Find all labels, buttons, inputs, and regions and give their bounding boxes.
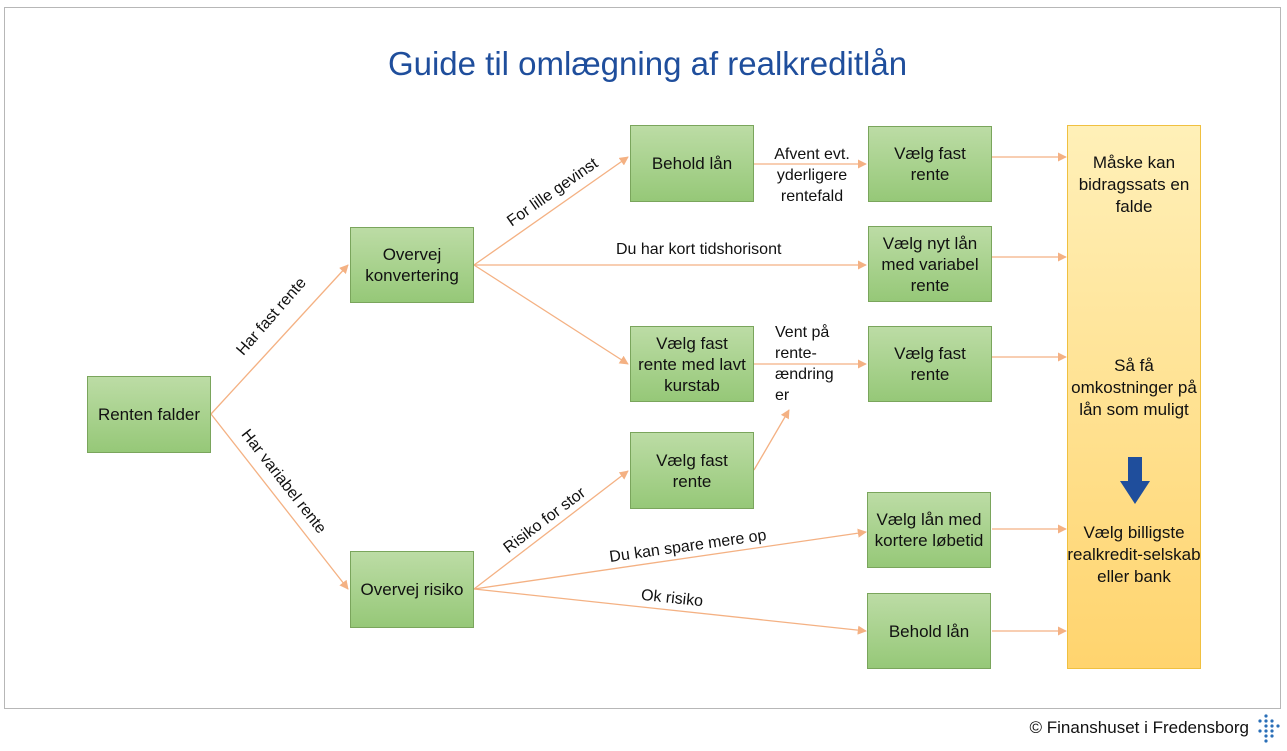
- edge-fast-rente: [210, 264, 349, 415]
- label-vent-line3: ændring: [775, 366, 834, 383]
- edge-ok-risiko: [473, 588, 867, 635]
- footer-copyright: © Finanshuset i Fredensborg: [1029, 718, 1249, 737]
- dot-grid-logo-icon: [1258, 714, 1280, 743]
- edge-for-lille-gevinst: [473, 156, 629, 266]
- result-billigste: Vælg billigste realkredit-selskab eller …: [1067, 523, 1201, 586]
- edge-risiko-for-stor: [473, 470, 629, 590]
- node-behold-laan-bottom: Behold lån: [867, 593, 991, 669]
- label-vent-line4: er: [775, 387, 790, 404]
- label-afvent: Afvent evt. yderligere rentefald: [762, 144, 862, 207]
- label-afvent-line2: yderligere: [776, 167, 848, 184]
- node-vaelg-nyt-variabel: Vælg nyt lån med variabel rente: [868, 226, 992, 302]
- page-title: Guide til omlægning af realkreditlån: [387, 45, 908, 82]
- label-afvent-line1: Afvent evt.: [774, 146, 850, 163]
- node-behold-laan-top: Behold lån: [630, 125, 754, 202]
- node-overvej-risiko: Overvej risiko: [350, 551, 474, 628]
- label-vent-line2: rente-: [775, 345, 817, 362]
- node-overvej-konvertering: Overvej konvertering: [350, 227, 474, 303]
- down-arrow-icon: [1120, 457, 1150, 504]
- node-vaelg-fast-top: Vælg fast rente: [868, 126, 992, 202]
- label-vent: Vent på rente- ændring er: [775, 322, 834, 406]
- edge-lavt-kurstab: [473, 264, 629, 365]
- label-afvent-line3: rentefald: [780, 188, 844, 205]
- node-renten-falder: Renten falder: [87, 376, 211, 453]
- result-bidragssats: Måske kan bidragssats en falde: [1078, 153, 1190, 216]
- node-vaelg-fast-lavt-kurstab: Vælg fast rente med lavt kurstab: [630, 326, 754, 402]
- result-omkostninger: Så få omkostninger på lån som muligt: [1071, 356, 1197, 419]
- edge-vaelg-fast-up: [753, 409, 790, 471]
- edge-spare-mere: [473, 528, 867, 590]
- node-vaelg-fast-risiko: Vælg fast rente: [630, 432, 754, 509]
- label-kort-tidshorisont: Du har kort tidshorisont: [616, 241, 782, 258]
- label-vent-line1: Vent på: [775, 324, 830, 341]
- edge-variabel-rente: [210, 413, 349, 590]
- result-panel: [1067, 125, 1201, 669]
- node-vaelg-kortere: Vælg lån med kortere løbetid: [867, 492, 991, 568]
- node-vaelg-fast-mid: Vælg fast rente: [868, 326, 992, 402]
